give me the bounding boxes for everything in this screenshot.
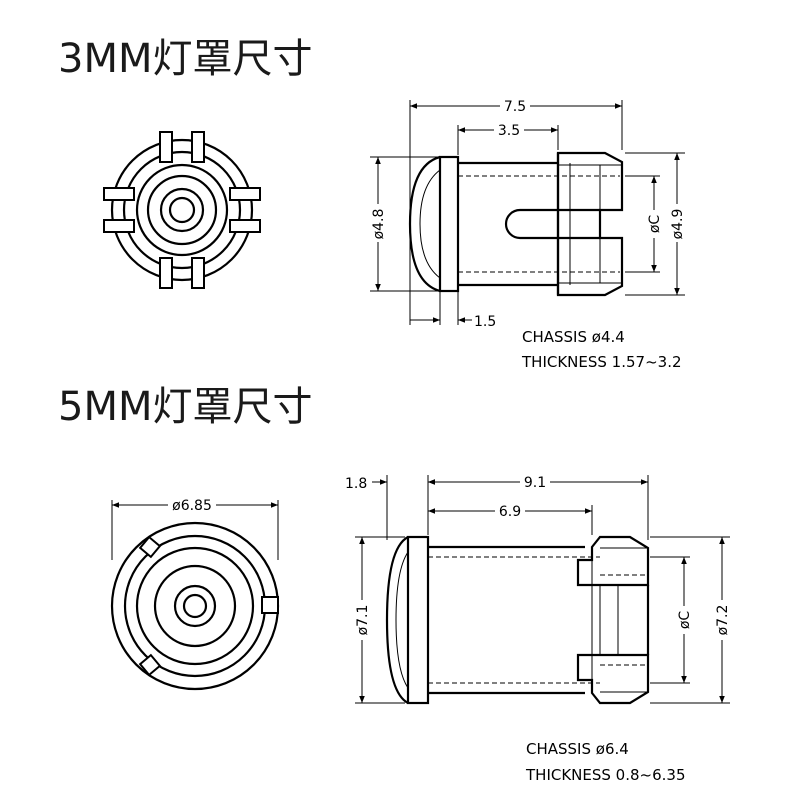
dim-head-diameter-5mm: ø7.1 bbox=[355, 605, 371, 636]
chassis-note-5mm: CHASSIS ø6.4 bbox=[526, 740, 629, 758]
side-view-3mm bbox=[370, 100, 685, 325]
dim-flange-thickness-3mm: 1.5 bbox=[474, 314, 496, 330]
dim-front-diameter-5mm: ø6.85 bbox=[172, 498, 212, 514]
section-5mm: 5MM灯罩尺寸 ø6.85 bbox=[58, 384, 731, 784]
chassis-note-3mm: CHASSIS ø4.4 bbox=[522, 328, 625, 346]
dim-clip-diameter-5mm: ø7.2 bbox=[715, 605, 731, 636]
dim-inner-diameter-3mm: øC bbox=[647, 215, 663, 234]
front-view-5mm bbox=[110, 500, 280, 691]
front-view-3mm bbox=[103, 131, 261, 289]
dim-overall-length-5mm: 9.1 bbox=[524, 475, 546, 491]
dim-body-length-5mm: 6.9 bbox=[499, 504, 521, 520]
dim-body-length-3mm: 3.5 bbox=[498, 123, 520, 139]
dim-head-diameter-3mm: ø4.8 bbox=[371, 209, 387, 240]
thickness-note-5mm: THICKNESS 0.8~6.35 bbox=[525, 766, 686, 784]
section-title-3mm: 3MM灯罩尺寸 bbox=[58, 36, 312, 82]
dim-overall-length-3mm: 7.5 bbox=[504, 99, 526, 115]
dim-inner-diameter-5mm: øC bbox=[677, 611, 693, 630]
section-title-5mm: 5MM灯罩尺寸 bbox=[58, 384, 312, 430]
section-3mm: 3MM灯罩尺寸 bbox=[58, 36, 686, 371]
dim-clip-diameter-3mm: ø4.9 bbox=[670, 209, 686, 240]
side-view-5mm bbox=[355, 475, 730, 705]
dim-flange-thickness-5mm: 1.8 bbox=[345, 476, 367, 492]
thickness-note-3mm: THICKNESS 1.57~3.2 bbox=[521, 353, 682, 371]
